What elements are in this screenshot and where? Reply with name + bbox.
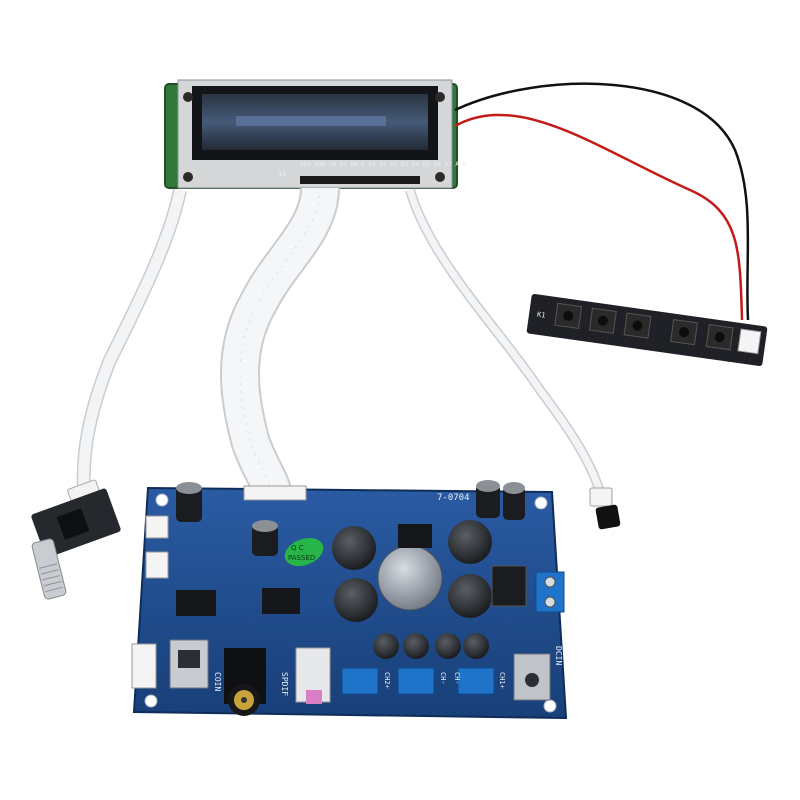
- label-ch2: CH2+: [383, 672, 391, 689]
- red-wire: [454, 113, 744, 321]
- qc-sticker-text: PASSED: [288, 554, 315, 562]
- label-dcin: DCIN: [554, 646, 563, 665]
- pcb-mount-hole: [144, 694, 158, 708]
- capacitor-small: [476, 480, 500, 518]
- usb-port: [169, 639, 209, 689]
- terminal-block-ch1: [397, 667, 435, 695]
- button-board: K1: [526, 294, 768, 366]
- lcd-header-pins: [300, 176, 420, 184]
- lcd-pin-labels: VSS VDD V0 RS RW E D0 D1 D2 D3 D4 D5 D6 …: [300, 161, 467, 168]
- pcb-mount-hole: [534, 496, 548, 510]
- capacitor-row: [373, 633, 489, 659]
- lcd-mount-hole: [183, 172, 193, 182]
- capacitor-main: [377, 545, 443, 611]
- encoder-body: [56, 508, 90, 540]
- label-coin: COIN: [213, 672, 222, 691]
- pcb-mount-hole: [155, 493, 169, 507]
- capacitor-large: [334, 578, 378, 622]
- side-connector: [131, 643, 157, 689]
- terminal-block-ch3: [457, 667, 495, 695]
- side-connector: [145, 551, 169, 579]
- qc-sticker: Q C PASSED: [284, 537, 324, 567]
- lcd-mount-hole: [183, 92, 193, 102]
- terminal-screw: [544, 576, 556, 588]
- capacitor-small: [176, 482, 202, 522]
- spdif-optical-port: [295, 647, 331, 704]
- push-button: [705, 324, 734, 351]
- label-ch1: CH1+: [498, 672, 506, 689]
- black-wire: [454, 82, 750, 321]
- push-button: [554, 302, 583, 330]
- button-board-connector: [737, 328, 762, 355]
- capacitor-small: [503, 482, 525, 520]
- side-connector: [145, 515, 169, 539]
- label-ch-minus-2: CH-: [453, 672, 461, 685]
- ic-chip: [398, 524, 432, 548]
- encoder-shaft: [31, 538, 67, 600]
- rca-jack: [224, 648, 266, 716]
- capacitor-large: [332, 526, 376, 570]
- ribbon-cable-ir: [405, 188, 605, 494]
- push-button: [588, 307, 617, 334]
- capacitor-large: [448, 520, 492, 564]
- button-board-label: K1: [537, 311, 546, 320]
- ic-chip: [176, 590, 216, 616]
- pcb-mount-hole: [543, 699, 557, 713]
- lcd-mount-hole: [435, 172, 445, 182]
- capacitor-small: [252, 520, 278, 556]
- terminal-block-ch2: [341, 667, 379, 695]
- ribbon-header: [243, 485, 307, 501]
- voltage-regulator: [491, 565, 527, 607]
- lcd-module: VSS VDD V0 RS RW E D0 D1 D2 D3 D4 D5 D6 …: [164, 79, 467, 189]
- rotary-encoder: [31, 479, 121, 600]
- lcd-mount-hole: [435, 92, 445, 102]
- ir-receiver: [589, 487, 621, 530]
- lcd-reflection: [236, 116, 386, 126]
- push-button: [623, 312, 652, 339]
- model-mark: 7-0704: [437, 493, 470, 503]
- label-ch-minus-1: CH-: [439, 672, 447, 685]
- qc-sticker-sub: Q C: [291, 544, 304, 552]
- lcd-side-mark: 16: [278, 170, 286, 178]
- ribbon-cable-main: [220, 186, 340, 497]
- ribbon-cable-encoder: [76, 188, 187, 491]
- ic-chip: [262, 588, 300, 614]
- push-button: [670, 319, 699, 346]
- terminal-screw: [544, 596, 556, 608]
- main-board: Q C PASSED 7-0704 COI: [131, 480, 568, 720]
- capacitor-large: [448, 574, 492, 618]
- label-spdif: SPDIF: [280, 672, 289, 696]
- dc-in-jack: [513, 653, 551, 701]
